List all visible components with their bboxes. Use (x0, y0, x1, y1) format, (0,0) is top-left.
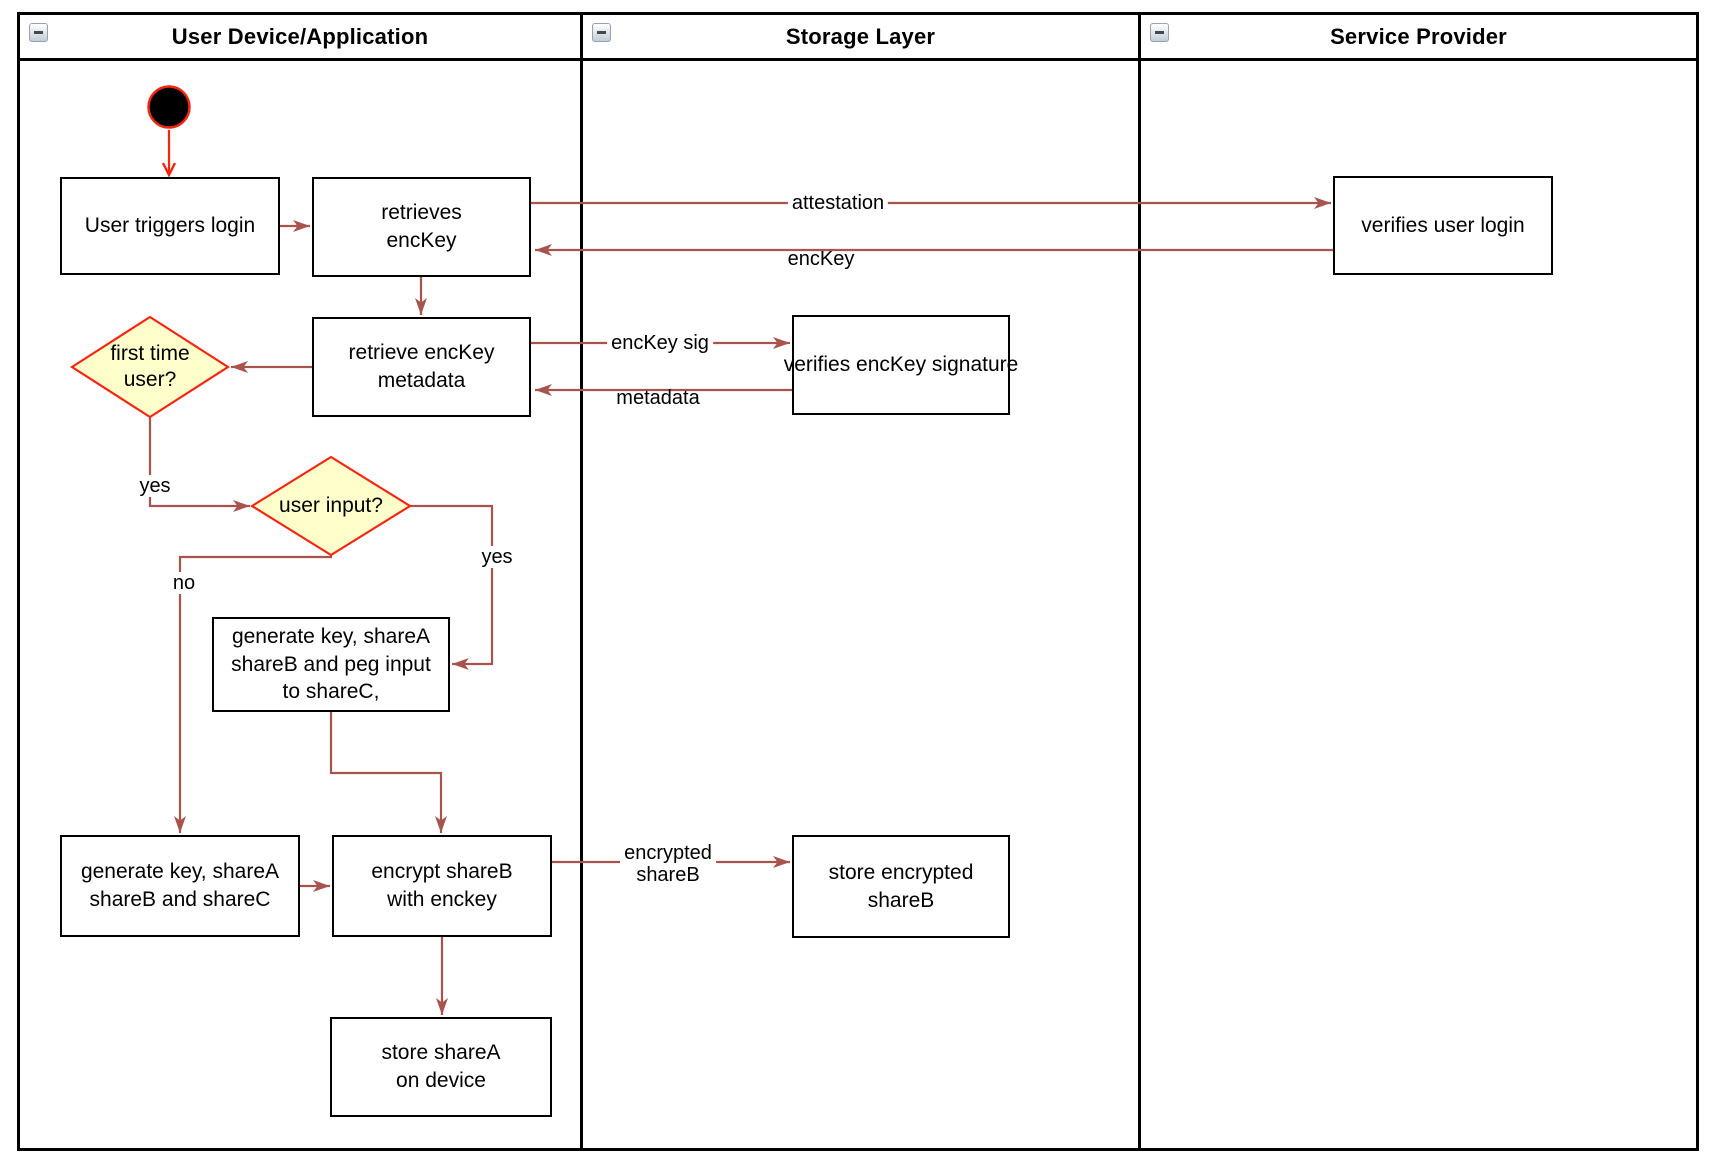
lane-title-service-provider: Service Provider (1330, 23, 1507, 49)
node-store-encrypted-shareb[interactable]: store encrypted shareB (792, 835, 1010, 938)
edge-label-attestation: attestation (787, 192, 889, 214)
node-verifies-enckey-signature[interactable]: verifies encKey signature (784, 315, 1018, 415)
minus-icon (1155, 31, 1164, 34)
edge-label-enckey: encKey (787, 248, 855, 270)
lane-header-service-provider: Service Provider (1141, 15, 1696, 61)
lane-header-user-device: User Device/Application (20, 15, 580, 61)
collapse-button[interactable] (29, 23, 48, 42)
lane-title-storage-layer: Storage Layer (785, 23, 936, 49)
lane-service-provider: Service Provider (1141, 15, 1696, 1148)
lane-user-device: User Device/Application (20, 15, 583, 1148)
edge-label-yes-user-input: yes (477, 546, 517, 568)
node-store-sharea[interactable]: store shareA on device (330, 1017, 552, 1117)
edge-label-enckey-sig: encKey sig (607, 332, 713, 354)
edge-label-yes-first-time: yes (135, 475, 175, 497)
node-verifies-user-login[interactable]: verifies user login (1333, 176, 1553, 275)
edge-label-no-user-input: no (168, 572, 200, 594)
swimlane-pool: User Device/Application Storage Layer Se… (17, 12, 1699, 1151)
collapse-button[interactable] (1150, 23, 1169, 42)
collapse-button[interactable] (592, 23, 611, 42)
node-generate-key-shares[interactable]: generate key, shareA shareB and shareC (60, 835, 300, 937)
lane-header-storage-layer: Storage Layer (583, 15, 1138, 61)
lane-storage-layer: Storage Layer (583, 15, 1141, 1148)
node-encrypt-shareb[interactable]: encrypt shareB with enckey (332, 835, 552, 937)
node-generate-key-peg-input[interactable]: generate key, shareA shareB and peg inpu… (212, 617, 450, 712)
node-retrieve-enckey-metadata[interactable]: retrieve encKey metadata (312, 317, 531, 417)
edge-label-metadata: metadata (616, 387, 700, 409)
edge-label-encrypted-shareb: encrypted shareB (620, 842, 716, 886)
minus-icon (34, 31, 43, 34)
minus-icon (597, 31, 606, 34)
node-user-triggers-login[interactable]: User triggers login (60, 177, 280, 275)
node-retrieves-enckey[interactable]: retrieves encKey (312, 177, 531, 277)
lane-title-user-device: User Device/Application (171, 23, 429, 49)
